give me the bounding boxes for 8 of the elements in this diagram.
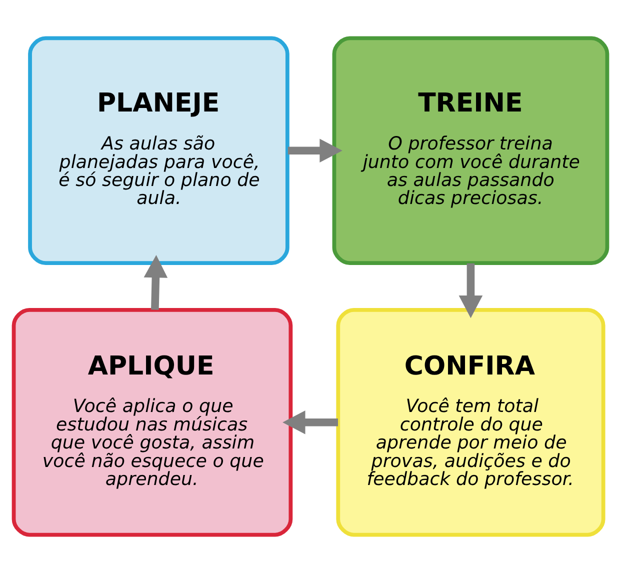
arrow <box>458 262 483 318</box>
node-box: TREINE O professor treina junto com você durante as aulas passando dicas preciosas. <box>332 36 610 265</box>
node-box: CONFIRA Você tem total controle do que aprende por meio de provas, audições e do feedback do professor. <box>336 307 606 536</box>
node-box: APLIQUE Você aplica o que estudou nas músicas que você gosta, assim você não esquece o que aprendeu. <box>12 307 293 536</box>
arrow <box>288 138 342 162</box>
arrow <box>144 254 168 310</box>
arrow <box>282 410 338 434</box>
node-box: PLANEJE As aulas são planejadas para você, é só seguir o plano de aula. <box>28 36 290 265</box>
